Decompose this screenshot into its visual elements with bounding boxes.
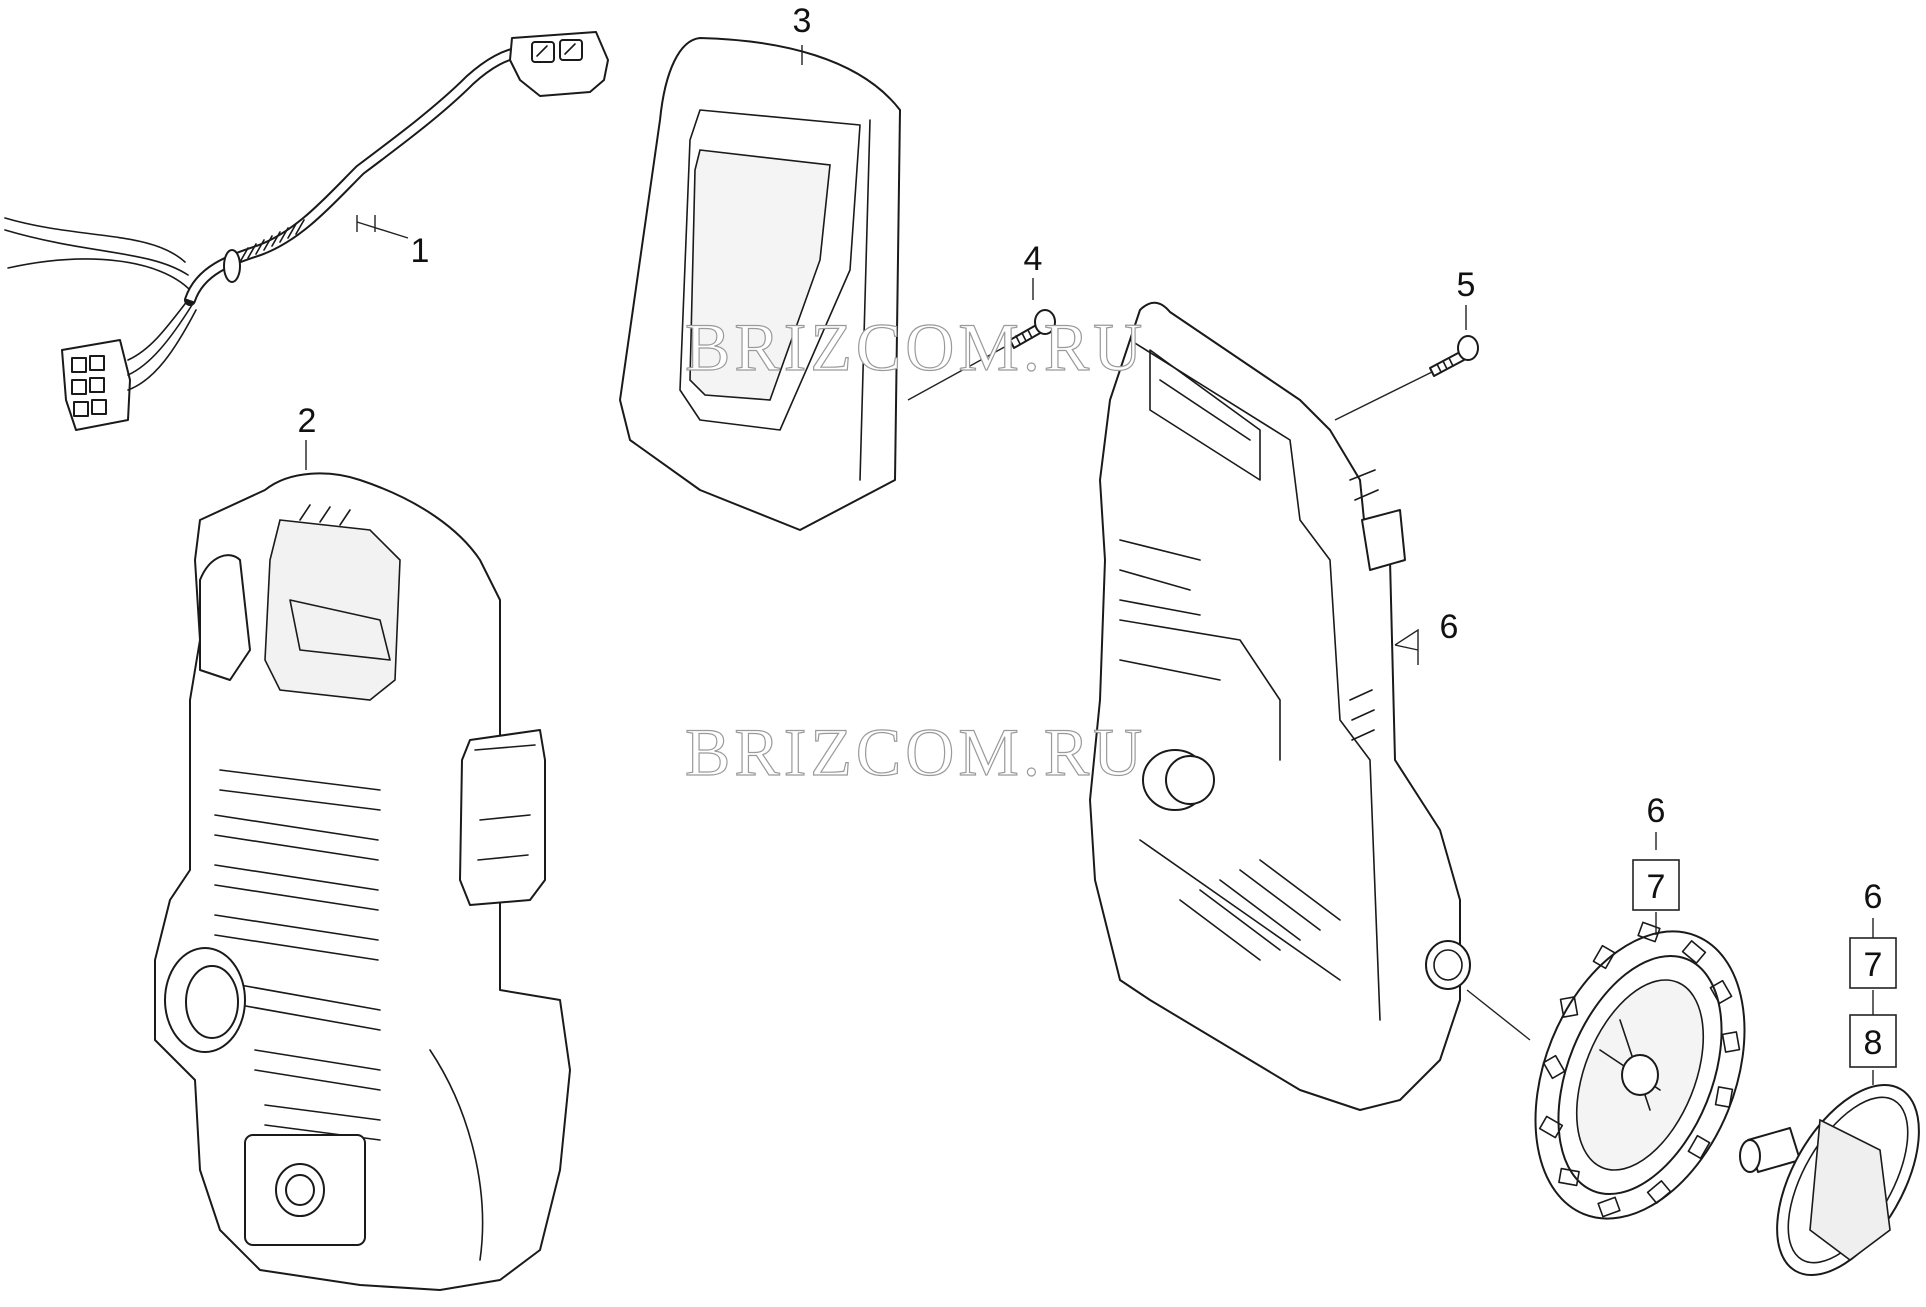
callout-box-8c (1849, 1014, 1897, 1068)
front-housing-icon (154, 472, 571, 1291)
handle-cover-icon (619, 37, 901, 531)
callout-6b: 6 (1647, 792, 1666, 830)
watermark-top: BRIZCOM.RU (685, 309, 1146, 385)
leader-lines (305, 45, 1874, 1085)
callout-3: 3 (793, 2, 812, 40)
watermark-middle: BRIZCOM.RU (685, 714, 1146, 790)
wheel-icon (1534, 921, 1746, 1220)
screw-icon (1009, 309, 1056, 349)
callout-7b: 7 (1647, 868, 1666, 906)
rear-housing-icon (1089, 301, 1471, 1111)
callout-4: 4 (1024, 240, 1043, 278)
callout-8c: 8 (1864, 1024, 1883, 1062)
callout-1: 1 (411, 232, 430, 270)
callout-7c: 7 (1864, 946, 1883, 984)
power-cord-icon (4, 31, 609, 431)
hub-cap-icon (1739, 1084, 1920, 1276)
screw-icon (1429, 335, 1479, 377)
callout-5: 5 (1457, 266, 1476, 304)
callout-box-7c (1849, 937, 1897, 989)
callout-box-7b (1632, 859, 1680, 911)
callout-6a: 6 (1440, 608, 1459, 646)
callout-6c: 6 (1864, 878, 1883, 916)
callout-2: 2 (298, 402, 317, 440)
